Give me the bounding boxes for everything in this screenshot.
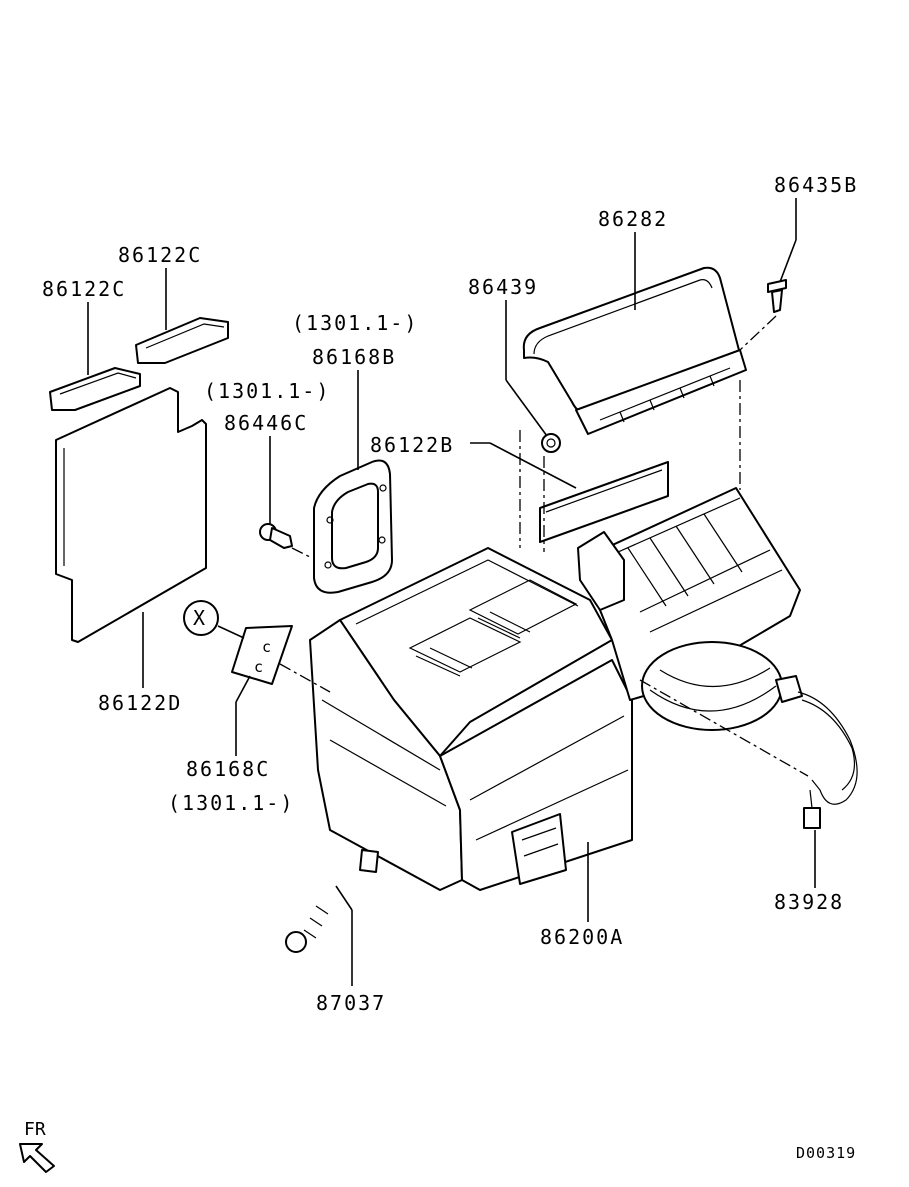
note-86446c: (1301.1-) bbox=[204, 379, 330, 403]
alignment-line-83928 bbox=[639, 679, 809, 777]
hose-87037 bbox=[285, 849, 379, 953]
label-86168b: 86168B bbox=[312, 345, 396, 369]
label-83928: 83928 bbox=[774, 890, 844, 914]
nut-86439 bbox=[541, 433, 561, 453]
label-86168c: 86168C bbox=[186, 757, 270, 781]
screw-86446c bbox=[259, 523, 293, 549]
seal-86168b bbox=[313, 459, 393, 594]
cover-86282 bbox=[522, 266, 747, 435]
label-86122c-b: 86122C bbox=[118, 243, 202, 267]
svg-text:c: c bbox=[254, 658, 265, 676]
leader-callout-x bbox=[217, 625, 245, 639]
alignment-line-clip bbox=[279, 663, 331, 693]
sensor-wire-83928 bbox=[775, 675, 858, 829]
label-86122b: 86122B bbox=[370, 433, 454, 457]
note-86168b: (1301.1-) bbox=[292, 311, 418, 335]
filter-panel-86122d bbox=[55, 387, 207, 643]
diagram-code: D00319 bbox=[796, 1144, 856, 1162]
alignment-line-86435b bbox=[739, 315, 777, 351]
pad-86122c-left bbox=[49, 367, 141, 411]
label-86122d: 86122D bbox=[98, 691, 182, 715]
filter-86122b bbox=[539, 461, 669, 543]
label-86446c: 86446C bbox=[224, 411, 308, 435]
callout-x-label: X bbox=[193, 606, 207, 630]
label-86435b: 86435B bbox=[774, 173, 858, 197]
note-86168c: (1301.1-) bbox=[168, 791, 294, 815]
label-86282: 86282 bbox=[598, 207, 668, 231]
pad-86122c-right bbox=[135, 317, 229, 364]
fr-direction-arrow-icon bbox=[19, 1143, 55, 1173]
label-86200a: 86200A bbox=[540, 925, 624, 949]
alignment-line-screw bbox=[291, 547, 313, 559]
hvac-unit-86200a bbox=[309, 487, 801, 891]
label-86439: 86439 bbox=[468, 275, 538, 299]
clip-86168c: c c bbox=[231, 625, 293, 685]
label-87037: 87037 bbox=[316, 991, 386, 1015]
label-86122c-a: 86122C bbox=[42, 277, 126, 301]
screw-86435b bbox=[767, 279, 787, 313]
fr-label: FR bbox=[24, 1119, 46, 1140]
svg-text:c: c bbox=[262, 638, 273, 656]
callout-x-circle bbox=[183, 600, 219, 636]
